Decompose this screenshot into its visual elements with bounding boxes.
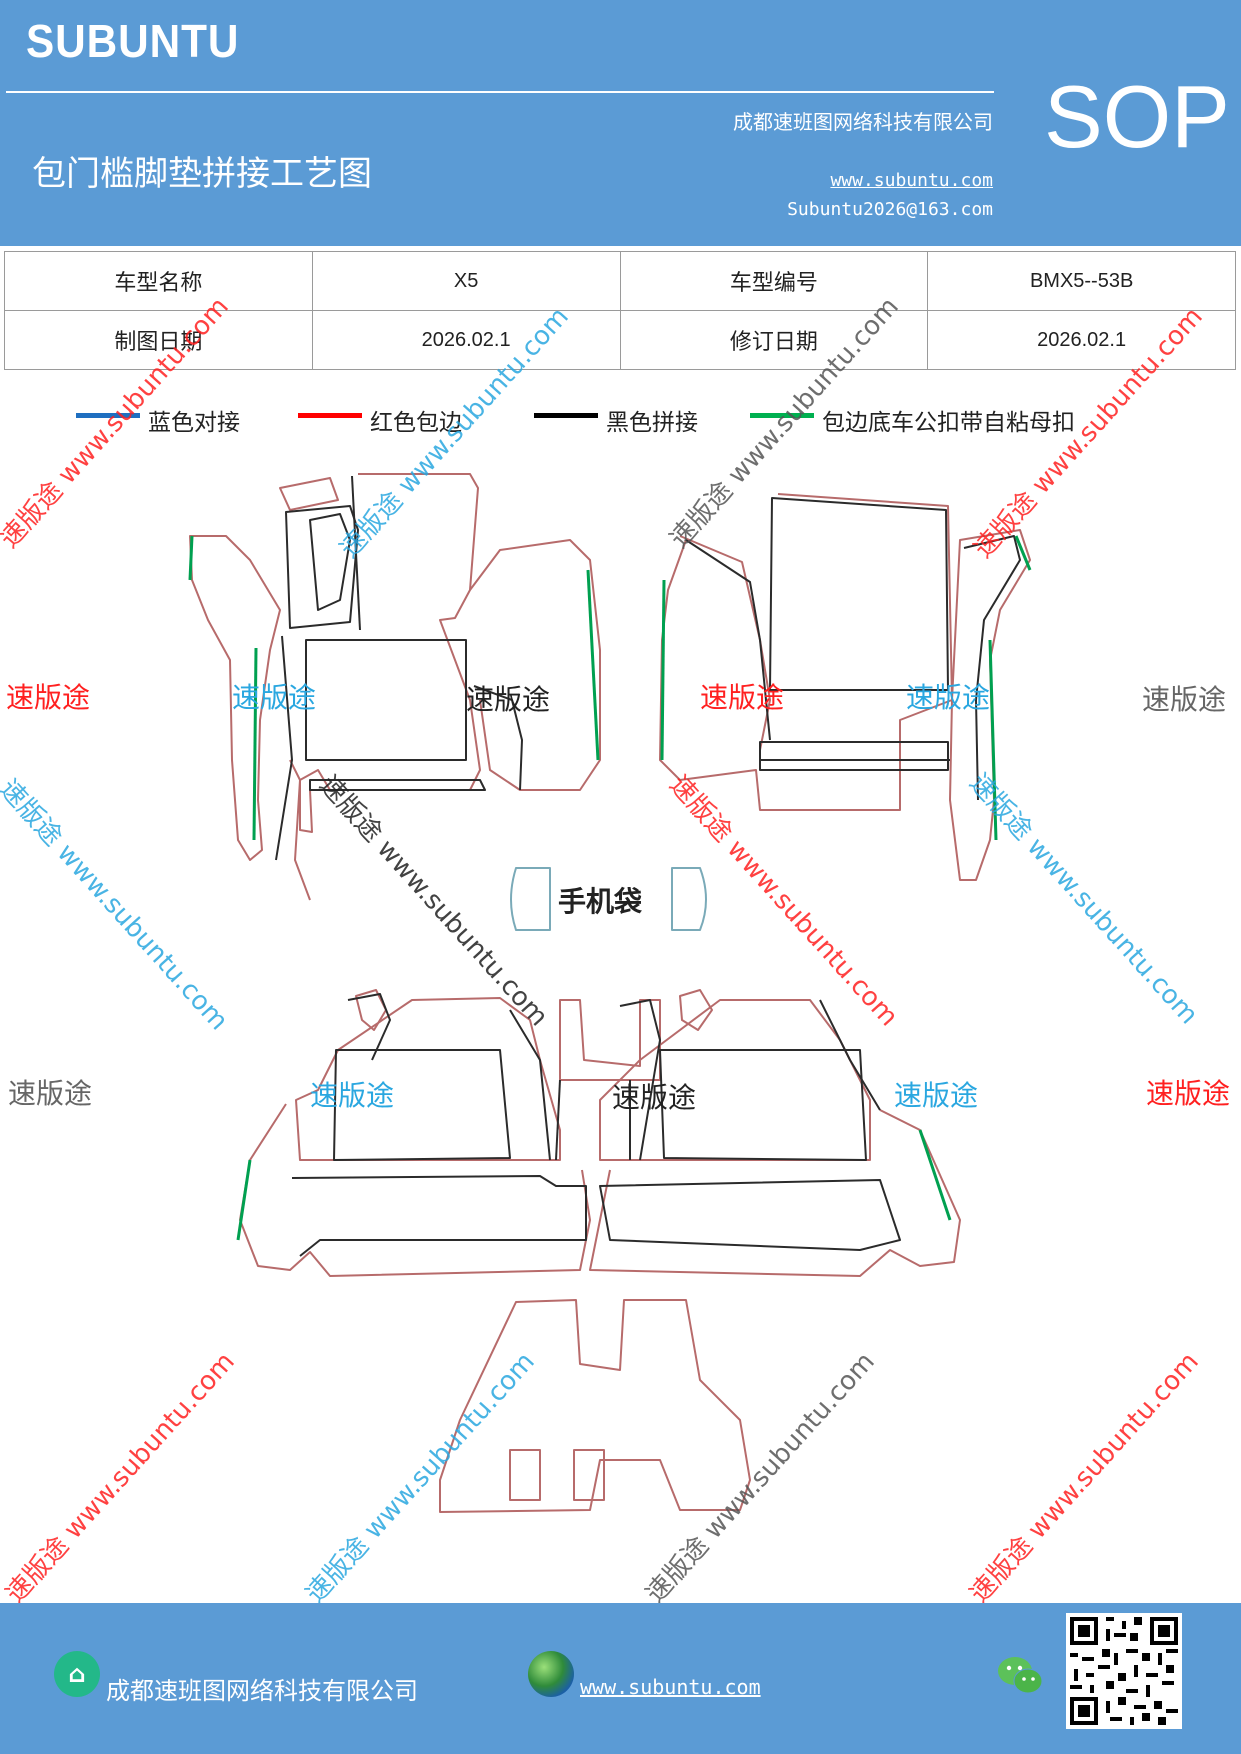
table-row: 制图日期 2026.02.1 修订日期 2026.02.1	[4, 310, 1236, 370]
footer: ⌂ 成都速班图网络科技有限公司 www.subuntu.com	[0, 1603, 1241, 1754]
wechat-icon	[998, 1657, 1043, 1694]
header-url-link[interactable]: www.subuntu.com	[830, 170, 993, 191]
rear-mats	[239, 989, 961, 1513]
globe-icon	[528, 1651, 574, 1697]
watermark-brand: 速版途	[1142, 683, 1227, 716]
draw-date-value: 2026.02.1	[311, 310, 621, 370]
phone-bag-pieces	[510, 867, 707, 931]
phone-bag-label: 手机袋	[558, 885, 643, 918]
watermark-brand: 速版途	[612, 1081, 697, 1114]
draw-date-label: 制图日期	[4, 310, 313, 370]
legend-item: 包边底车公扣带自粘母扣	[750, 400, 1075, 440]
header: SUBUNTU 成都速班图网络科技有限公司 包门槛脚垫拼接工艺图 www.sub…	[0, 0, 1241, 246]
brand-logo: SUBUNTU	[26, 15, 240, 67]
legend-swatch-green	[750, 412, 814, 418]
watermark-brand: 速版途	[466, 683, 551, 716]
front-left-mat	[189, 473, 601, 901]
watermark-brand: 速版途	[8, 1077, 93, 1110]
model-name-label: 车型名称	[4, 251, 313, 311]
watermark-brand: 速版途	[700, 681, 785, 714]
legend-swatch-blue	[76, 412, 140, 418]
legend-label: 黑色拼接	[606, 410, 698, 436]
legend-label: 红色包边	[370, 410, 462, 436]
legend-item: 红色包边	[298, 400, 462, 440]
legend-item: 蓝色对接	[76, 400, 240, 440]
legend-swatch-black	[534, 412, 598, 418]
page-title: 包门槛脚垫拼接工艺图	[32, 154, 372, 194]
watermark-brand: 速版途	[232, 681, 317, 714]
watermark-brand: 速版途	[894, 1079, 979, 1112]
sop-badge: SOP	[1044, 67, 1230, 166]
legend: 蓝色对接 红色包边 黑色拼接 包边底车公扣带自粘母扣	[0, 400, 1241, 440]
table-row: 车型名称 X5 车型编号 BMX5--53B	[4, 251, 1236, 311]
info-table: 车型名称 X5 车型编号 BMX5--53B 制图日期 2026.02.1 修订…	[4, 251, 1236, 370]
model-name-value: X5	[311, 251, 621, 311]
floor-mat-diagram: 手机袋 速版途 速版途 速版途 速版途 速版途 速版途 速版途 速版途 速版途 …	[0, 292, 1241, 1609]
home-icon: ⌂	[54, 1651, 100, 1697]
watermark-brand: 速版途	[906, 681, 991, 714]
legend-label: 蓝色对接	[148, 410, 240, 436]
model-code-value: BMX5--53B	[927, 251, 1236, 311]
revise-date-value: 2026.02.1	[927, 310, 1236, 370]
legend-label: 包边底车公扣带自粘母扣	[822, 410, 1075, 436]
revise-date-label: 修订日期	[619, 310, 929, 370]
legend-swatch-red	[298, 412, 362, 418]
watermark-brand: 速版途	[310, 1079, 395, 1112]
header-divider	[6, 91, 994, 93]
mat-drawing-svg	[188, 473, 1032, 1513]
footer-company: 成都速班图网络科技有限公司	[106, 1677, 418, 1705]
qr-code-icon	[1066, 1613, 1182, 1729]
watermark-brand: 速版途	[1146, 1077, 1231, 1110]
legend-item: 黑色拼接	[534, 400, 698, 440]
footer-url-link[interactable]: www.subuntu.com	[580, 1675, 761, 1699]
watermark-brand: 速版途	[6, 681, 91, 714]
header-email: Subuntu2026@163.com	[787, 199, 993, 220]
header-company: 成都速班图网络科技有限公司	[733, 110, 993, 134]
